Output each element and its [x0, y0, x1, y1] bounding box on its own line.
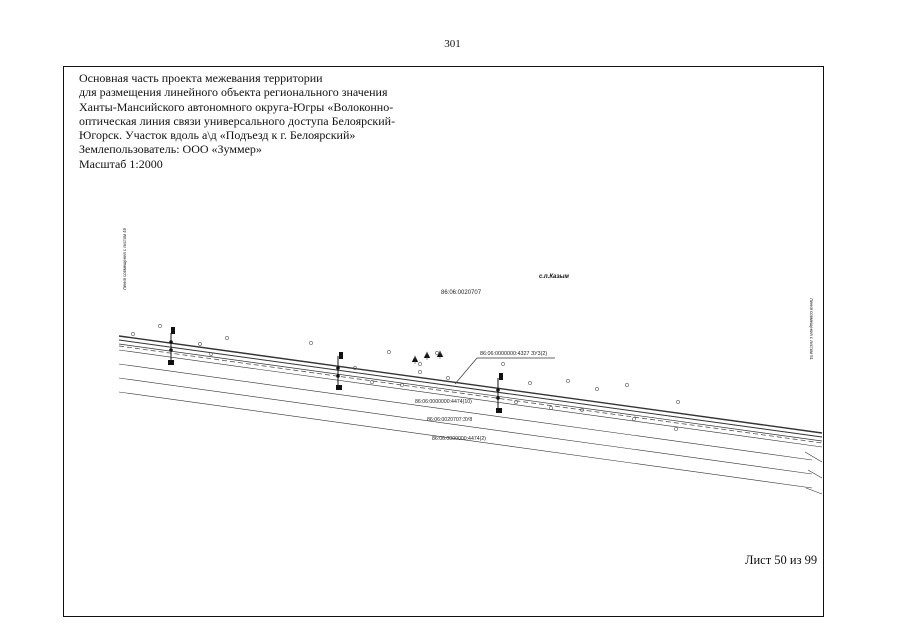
road-lines — [118, 335, 823, 495]
parcel-label-mid-b: 86:06:0020707:ЗУ8 — [427, 417, 472, 423]
boundary-line-2 — [118, 377, 813, 475]
cross-sections — [170, 333, 499, 410]
title-line-5: Югорск. Участок вдоль а\д «Подъезд к г. … — [79, 128, 356, 143]
page-number: 301 — [444, 38, 461, 50]
sheet-number: Лист 50 из 99 — [745, 553, 818, 567]
scale-line: Масштаб 1:2000 — [79, 156, 163, 171]
road-edge-top-2 — [118, 339, 823, 438]
parcel-label-leader: 86:06:0000000:4327 ЗУ3(2) — [480, 351, 547, 357]
title-line-2: для размещения линейного объекта региона… — [79, 85, 388, 100]
title-line-3: Ханты-Мансийского автономного округа-Югр… — [79, 99, 394, 114]
settlement-label: с.п.Казым — [539, 274, 570, 280]
label-leader-line — [454, 357, 555, 385]
boundary-line-1 — [118, 363, 813, 461]
left-edge-note: Линия совмещения с листом 49 — [122, 227, 127, 290]
vegetation-symbols — [131, 324, 680, 431]
marker-top-3 — [499, 373, 503, 380]
node — [496, 388, 500, 392]
road-axis — [118, 343, 823, 442]
node — [336, 374, 340, 378]
road-edge-top — [118, 335, 823, 434]
drawing-frame — [63, 66, 824, 617]
marker-bottom-1 — [168, 360, 174, 365]
title-block: Основная часть проекта межевания террито… — [79, 71, 399, 171]
marker-top-2 — [339, 352, 343, 359]
marker-bottom-3 — [496, 408, 502, 413]
parcel-label-top: 86:06:0020707 — [441, 290, 482, 296]
road-edge-bottom — [118, 349, 823, 448]
parcel-label-mid-a: 86:06:0000000:4474(10) — [415, 399, 472, 405]
marker-top-1 — [171, 327, 175, 334]
node — [169, 348, 173, 352]
cable-route — [118, 345, 823, 444]
node — [336, 366, 340, 370]
tree-symbols — [411, 350, 444, 364]
node — [496, 396, 500, 400]
title-line-1: Основная часть проекта межевания террито… — [79, 71, 323, 85]
boundary-line-3 — [118, 391, 813, 489]
parcel-label-bottom: 86:06:0000000:4474(2) — [432, 436, 486, 442]
title-line-4: оптическая линия связи универсального до… — [79, 113, 396, 128]
section-markers — [168, 327, 503, 413]
right-edge-note: Линия совмещения с листом 51 — [809, 298, 814, 361]
marker-bottom-2 — [336, 385, 342, 390]
node — [169, 340, 173, 344]
right-edge-ticks — [804, 451, 823, 495]
land-user-line: Землепользователь: ООО «Зуммер» — [79, 142, 262, 157]
